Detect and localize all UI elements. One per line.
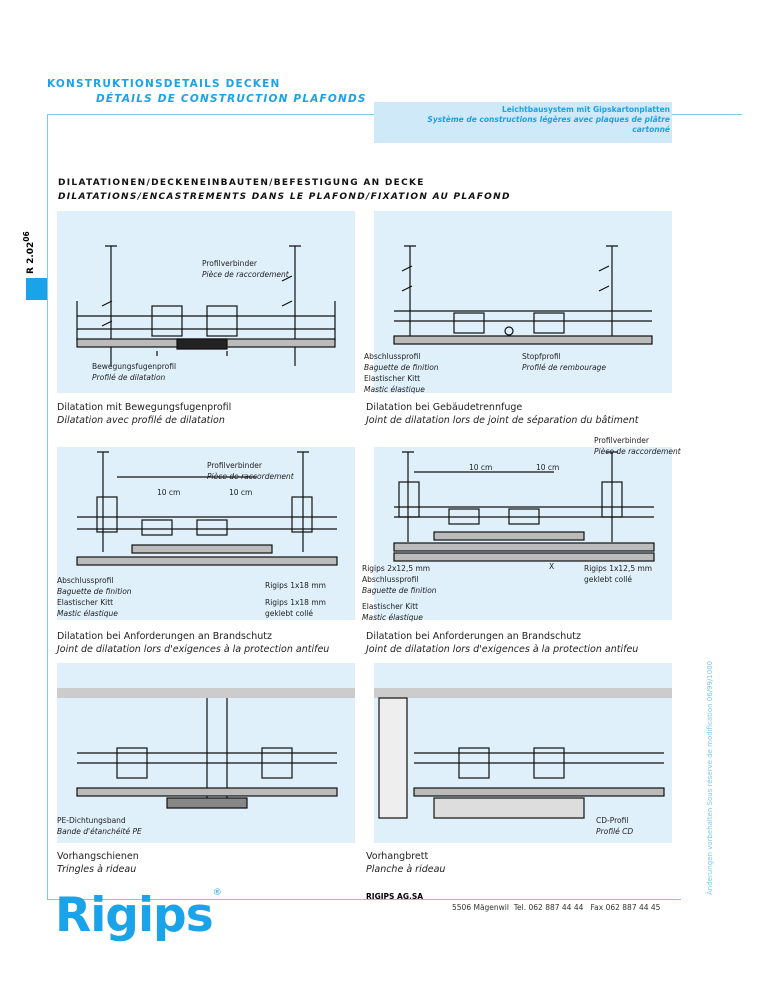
label-piece-raccordement: Pièce de raccordement [207,472,294,481]
section-title-de: DILATATIONEN/DECKENEINBAUTEN/BEFESTIGUNG… [58,178,425,188]
system-fr: Système de constructions légères avec pl… [427,115,670,124]
ceiling-section-drawing [76,451,338,566]
page-code-text: R 2.02 [26,241,36,274]
ceiling-section-drawing [374,688,672,819]
label-cd-fr: Profilé CD [596,827,634,836]
label-rigips-18: Rigips 1x18 mm [265,581,326,590]
ceiling-section-drawing [57,688,355,809]
label-stopfprofil: Stopfprofil [522,352,561,361]
label-rigips-1x: Rigips 1x12,5 mm [584,564,653,573]
label-piece-raccordement: Pièce de raccordement [202,270,289,279]
system-de: Leichtbausystem mit Gipskartonplatten [501,105,670,114]
label-rigips-18-glued: Rigips 1x18 mm [265,598,326,607]
ceiling-section-drawing [393,245,653,345]
caption-de: Vorhangbrett [366,851,429,862]
label-rembourage: Profilé de rembourage [522,363,607,372]
dimension-10cm: 10 cm [229,488,253,497]
label-bewegungsfugenprofil: Bewegungsfugenprofil [92,362,177,371]
company-name: RIGIPS AG.SA [366,892,424,901]
drawing-bewegungsfugenprofil: Profilverbinder Pièce de raccordement Be… [57,211,355,393]
caption-de: Dilatation bei Anforderungen an Brandsch… [57,631,272,642]
label-baguette: Baguette de finition [57,587,132,596]
rigips-logo: Rigips® [55,888,222,943]
label-profilverbinder: Profilverbinder [207,461,262,470]
drawing-brandschutz-1: Profilverbinder Pièce de raccordement 10… [57,447,355,620]
label-mastic: Mastic élastique [57,609,118,618]
caption-de: Dilatation bei Anforderungen an Brandsch… [366,631,581,642]
header-title-de: KONSTRUKTIONSDETAILS DECKEN [47,78,281,90]
frame-bottom-rule [47,899,681,900]
caption-de: Vorhangschienen [57,851,139,862]
ceiling-section-drawing [393,451,655,562]
page-marker [26,278,47,300]
frame-left-rule [47,114,48,899]
caption-fr: Planche à rideau [366,864,446,875]
system-box: Leichtbausystem mit Gipskartonplatten Sy… [374,102,672,143]
caption-de: Dilatation bei Gebäudetrennfuge [366,402,523,413]
caption-fr: Dilatation avec profilé de dilatation [57,415,225,426]
caption-fr: Joint de dilatation lors de joint de sép… [366,415,639,426]
label-abschlussprofil: Abschlussprofil [362,575,419,584]
drawing-gebaeudetrennfuge: Abschlussprofil Baguette de finition Ela… [364,211,672,394]
label-kitt: Elastischer Kitt [364,374,421,383]
label-geklebt: geklebt collé [265,609,313,618]
label-profilverbinder: Profilverbinder [594,436,649,445]
label-abschlussprofil: Abschlussprofil [57,576,114,585]
label-kitt: Elastischer Kitt [57,598,114,607]
label-mastic: Mastic élastique [362,613,423,622]
section-title-fr: DILATATIONS/ENCASTREMENTS DANS LE PLAFON… [58,192,511,202]
caption-3: Dilatation bei Anforderungen an Brandsch… [57,630,329,656]
label-pe-dichtungsband: PE-Dichtungsband [57,816,126,825]
label-baguette: Baguette de finition [364,363,439,372]
dimension-x: X [549,562,555,571]
label-geklebt: geklebt collé [584,575,632,584]
logo-text: Rigips [55,888,214,943]
company-address: 5506 Mägenwil Tel. 062 887 44 44 Fax 062… [452,903,661,912]
dimension-10cm: 10 cm [157,488,181,497]
drawing-vorhangschienen: PE-Dichtungsband Bande d'étanchéité PE [57,663,355,843]
caption-fr: Joint de dilatation lors d'exigences à l… [57,644,330,655]
caption-4: Dilatation bei Anforderungen an Brandsch… [366,630,638,656]
label-kitt: Elastischer Kitt [362,602,419,611]
label-baguette: Baguette de finition [362,586,437,595]
label-rigips-2x: Rigips 2x12,5 mm [362,564,431,573]
label-cd-profil: CD-Profil [596,816,629,825]
dimension-10cm: 10 cm [536,463,560,472]
label-abschlussprofil: Abschlussprofil [364,352,421,361]
drawing-vorhangbrett: CD-Profil Profilé CD [374,663,672,843]
label-profilverbinder: Profilverbinder [202,259,257,268]
side-note: Änderungen vorbehalten Sous réserve de m… [706,660,714,895]
header-title-fr: DÉTAILS DE CONSTRUCTION PLAFONDS [96,93,367,105]
registered-mark: ® [212,888,222,898]
label-mastic: Mastic élastique [364,385,425,394]
ceiling-section-drawing [76,245,336,366]
label-pe-fr: Bande d'étanchéité PE [57,827,142,836]
label-profile-dilatation: Profilé de dilatation [92,373,166,382]
label-piece-raccordement: Pièce de raccordement [594,447,681,456]
caption-fr: Joint de dilatation lors d'exigences à l… [366,644,639,655]
system-fr-2: cartonné [632,125,670,134]
caption-fr: Tringles à rideau [57,864,137,875]
caption-de: Dilatation mit Bewegungsfugenprofil [57,402,232,413]
page-code-sup: 06 [22,231,31,242]
dimension-10cm: 10 cm [469,463,493,472]
drawing-brandschutz-2: Profilverbinder Pièce de raccordement 10… [362,436,681,622]
page-code: R 2.0206 [22,231,36,274]
